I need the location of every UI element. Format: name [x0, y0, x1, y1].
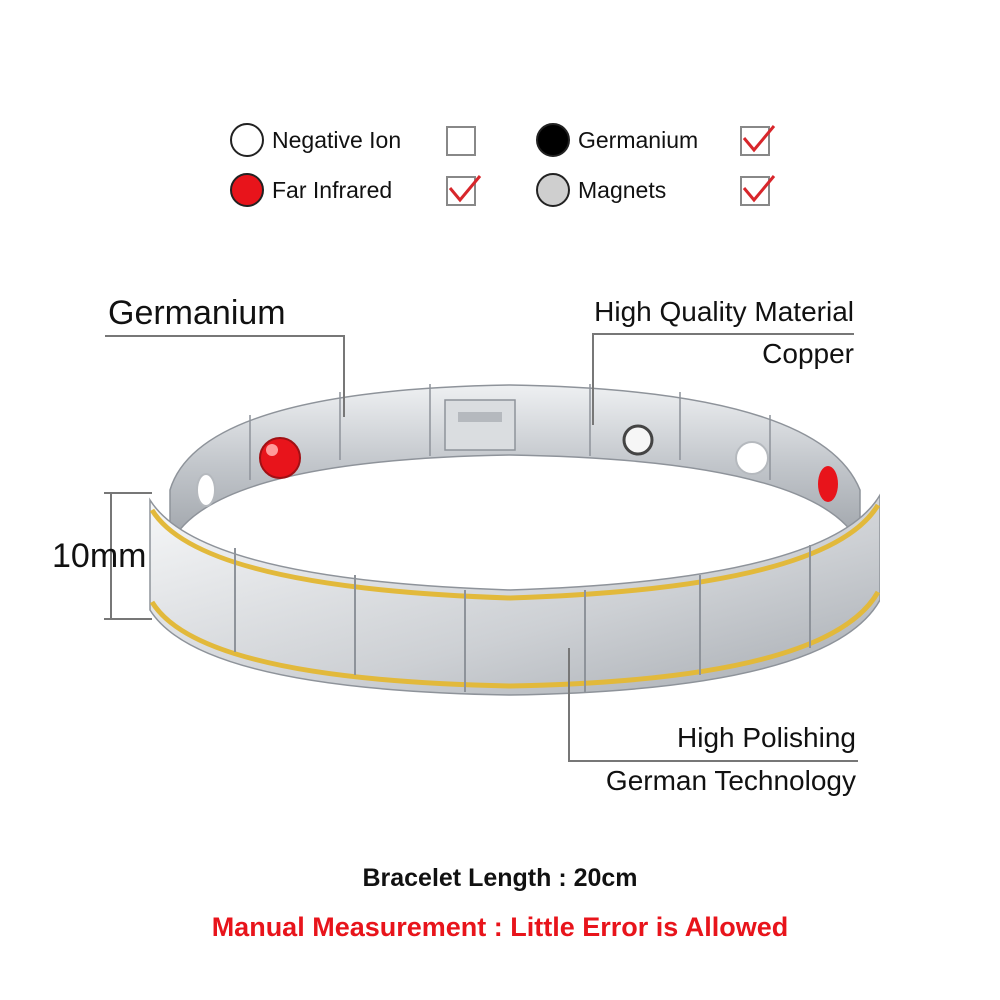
magnets-checkbox: [740, 175, 776, 206]
germanium-callout-line: [105, 335, 345, 337]
bracelet-length: Bracelet Length : 20cm: [362, 864, 638, 892]
width-bracket-bottom: [104, 618, 152, 620]
legend-item-magnets: Magnets: [536, 170, 666, 210]
polish-callout-leader: [568, 648, 570, 760]
negative-ion-checkbox: [446, 126, 476, 156]
polish-callout-line: [568, 760, 858, 762]
germanium-callout: Germanium: [108, 294, 286, 332]
material-callout-line2: Copper: [762, 338, 854, 369]
negative-ion-dot-icon: [230, 123, 264, 157]
checkmark-icon: [742, 125, 776, 153]
polish-callout-line2: German Technology: [605, 765, 856, 796]
legend-item-far-infrared: Far Infrared: [230, 170, 392, 210]
magnets-dot-icon: [536, 173, 570, 207]
checkmark-icon: [448, 175, 482, 203]
width-bracket-vertical: [110, 492, 112, 620]
germanium-dot-icon: [536, 123, 570, 157]
material-callout-line: [592, 333, 854, 335]
material-callout-line1: High Quality Material: [594, 296, 854, 327]
germanium-checkbox: [740, 125, 776, 156]
width-bracket-top: [104, 492, 152, 494]
legend-label: Magnets: [578, 176, 667, 203]
legend-item-negative-ion: Negative Ion: [230, 120, 401, 160]
measurement-note: Manual Measurement : Little Error is All…: [211, 912, 789, 942]
polish-callout-line1: High Polishing: [677, 722, 856, 753]
legend-item-germanium: Germanium: [536, 120, 698, 160]
far-infrared-dot-icon: [230, 173, 264, 207]
germanium-callout-leader: [343, 335, 345, 417]
bracelet-illustration: [149, 384, 880, 696]
checkmark-icon: [742, 175, 776, 203]
legend-label: Negative Ion: [272, 126, 402, 153]
legend-label: Germanium: [578, 126, 699, 153]
material-callout-leader: [592, 333, 594, 425]
legend-label: Far Infrared: [272, 176, 393, 203]
width-label: 10mm: [52, 537, 147, 575]
far-infrared-checkbox: [446, 175, 482, 206]
